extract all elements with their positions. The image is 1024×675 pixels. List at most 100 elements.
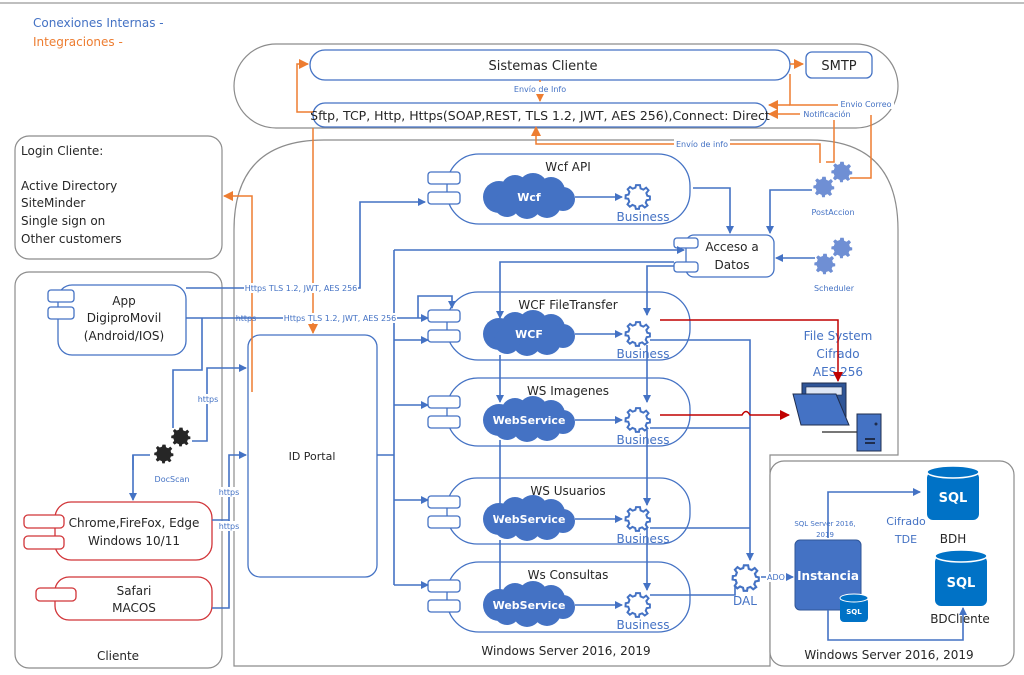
service-title: Ws Consultas	[528, 568, 609, 582]
component-port	[35, 587, 77, 602]
sql-version-label: SQL Server 2016,	[794, 520, 855, 528]
cloud-label: WebService	[493, 414, 566, 427]
ado-label: ADO	[767, 573, 785, 582]
bdh-database-icon[interactable]: SQL	[926, 465, 980, 520]
sql-badge: SQL	[939, 491, 968, 506]
envio-correo-label: Envio Correo	[840, 100, 891, 109]
smtp-label: SMTP	[821, 59, 856, 74]
connector-labels: Envío de Info Envio Correo Notificación …	[198, 84, 894, 582]
https-label: https	[219, 488, 240, 497]
acceso-datos-label: Datos	[715, 258, 750, 272]
component-port	[673, 237, 699, 249]
envio-info-label: Envío de Info	[514, 85, 566, 94]
safari-label: Safari	[117, 584, 152, 598]
acceso-datos-box[interactable]	[685, 234, 775, 278]
chrome-firefox-edge-box[interactable]	[54, 501, 213, 561]
protocols-label: Sftp, TCP, Http, Https(SOAP,REST, TLS 1.…	[310, 108, 770, 123]
cloud-label: WebService	[493, 513, 566, 526]
https-label: https	[219, 522, 240, 531]
login-cliente-box	[14, 135, 223, 260]
postaccion-label: PostAccion	[811, 208, 854, 217]
service-title: WS Imagenes	[527, 384, 609, 398]
cloud-label: Wcf	[517, 191, 541, 204]
https-tls-label: Https TLS 1.2, JWT, AES 256	[245, 284, 358, 293]
business-label: Business	[617, 210, 670, 224]
component-port	[427, 415, 461, 429]
smtp-box[interactable]	[805, 51, 873, 79]
login-title: Login Cliente:	[21, 144, 103, 158]
dal-label: DAL	[733, 594, 757, 608]
component-port	[427, 309, 461, 323]
safari-label: MACOS	[112, 601, 156, 615]
component-port	[427, 329, 461, 343]
cifrado-label: TDE	[894, 533, 917, 546]
cloud-icon	[483, 396, 575, 442]
folder-icon[interactable]	[792, 382, 850, 426]
login-item: Single sign on	[21, 214, 105, 228]
bdcliente-label: BDCliente	[930, 612, 990, 626]
id-portal-box[interactable]	[247, 334, 378, 578]
legend-integrations: Integraciones -	[33, 35, 123, 49]
login-item: SiteMinder	[21, 196, 85, 210]
cloud-label: WebService	[493, 599, 566, 612]
cloud-label: WCF	[515, 328, 543, 341]
cloud-icon	[483, 310, 575, 356]
cifrado-label: Cifrado	[886, 515, 926, 528]
app-server-label: Windows Server 2016, 2019	[481, 644, 650, 658]
cloud-icon	[483, 581, 575, 627]
instancia-label: Instancia	[797, 569, 859, 583]
sql-instance-icon: SQL	[839, 593, 869, 622]
component-port	[23, 535, 65, 550]
app-label: DigiproMovil	[87, 311, 162, 325]
service-title: WS Usuarios	[530, 484, 605, 498]
chrome-label: Chrome,FireFox, Edge	[69, 516, 200, 530]
component-port	[427, 191, 461, 205]
component-port	[673, 261, 699, 273]
https-label: https	[236, 314, 257, 323]
sql-badge: SQL	[846, 608, 862, 616]
envio-info-bottom-label: Envío de info	[676, 140, 728, 149]
sistemas-cliente-box[interactable]	[309, 49, 791, 81]
server-icon	[822, 413, 882, 452]
acceso-datos-label: Acceso a	[705, 240, 758, 254]
business-label: Business	[617, 618, 670, 632]
service-title: Wcf API	[545, 160, 591, 174]
id-portal-label: ID Portal	[289, 450, 336, 463]
bdcliente-database-icon[interactable]: SQL	[934, 549, 988, 606]
component-port	[427, 579, 461, 593]
component-port	[427, 171, 461, 185]
component-port	[427, 495, 461, 509]
component-port	[427, 515, 461, 529]
business-label: Business	[617, 433, 670, 447]
app-digipromovil-box[interactable]	[57, 284, 187, 356]
component-port	[427, 599, 461, 613]
bdh-label: BDH	[940, 532, 967, 546]
sistemas-cliente-label: Sistemas Cliente	[489, 59, 598, 74]
sql-badge: SQL	[947, 576, 976, 591]
app-label: App	[112, 294, 135, 308]
login-item: Active Directory	[21, 179, 117, 193]
business-label: Business	[617, 532, 670, 546]
login-item: Other customers	[21, 232, 122, 246]
cliente-label: Cliente	[97, 649, 139, 663]
component-port	[23, 514, 65, 529]
db-server-label: Windows Server 2016, 2019	[804, 648, 973, 662]
scheduler-label: Scheduler	[814, 284, 855, 293]
notificacion-label: Notificación	[803, 109, 850, 119]
docscan-label: DocScan	[155, 475, 190, 484]
component-port	[47, 306, 75, 320]
legend-internal: Conexiones Internas -	[33, 16, 164, 30]
service-title: WCF FileTransfer	[518, 298, 617, 312]
cliente-container	[14, 271, 223, 669]
sql-version-label: 2019	[816, 531, 834, 539]
https-tls-label: Https TLS 1.2, JWT, AES 256	[284, 314, 397, 323]
chrome-label: Windows 10/11	[88, 534, 180, 548]
component-port	[47, 289, 75, 303]
